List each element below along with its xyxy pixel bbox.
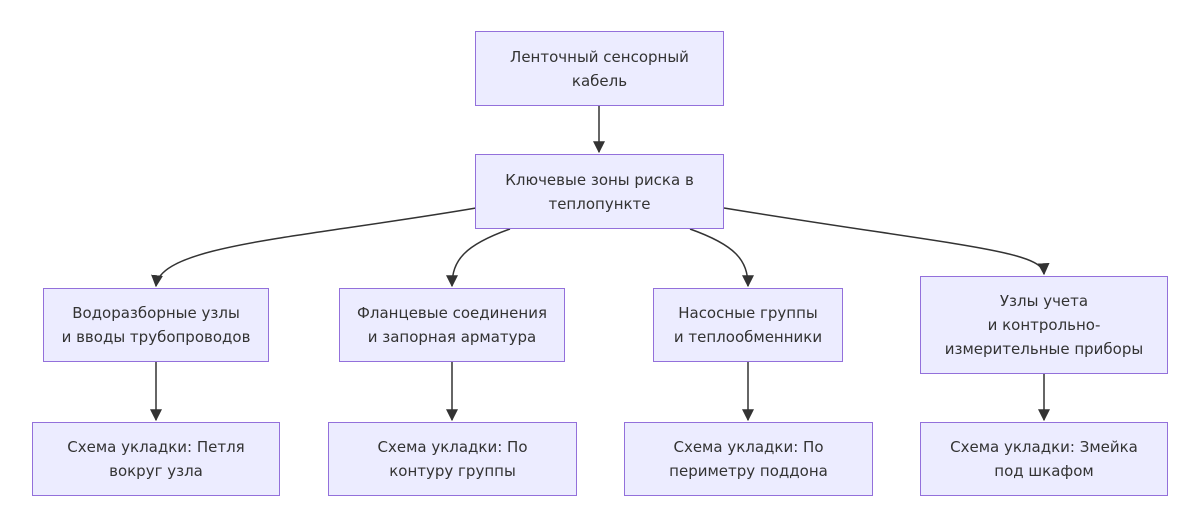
zone-node-flange: Фланцевые соединения и запорная арматура <box>339 288 565 362</box>
zone-node-label: Насосные группы и теплообменники <box>673 304 823 346</box>
zone-node-label: Водоразборные узлы и вводы трубопроводов <box>61 304 251 346</box>
root-node: Ленточный сенсорный кабель <box>475 31 724 106</box>
edge-zones-flange <box>446 228 511 288</box>
scheme-node-pumps: Схема укладки: По периметру поддона <box>624 422 873 496</box>
scheme-node-flange: Схема укладки: По контуру группы <box>328 422 577 496</box>
scheme-node-label: Схема укладки: Змейка под шкафом <box>950 438 1138 480</box>
root-node-label: Ленточный сенсорный кабель <box>510 47 689 90</box>
scheme-node-meters: Схема укладки: Змейка под шкафом <box>920 422 1168 496</box>
zone-node-pumps: Насосные группы и теплообменники <box>653 288 843 362</box>
zone-node-label: Узлы учета и контрольно- измерительные п… <box>944 292 1144 358</box>
edge-zones-pumps <box>689 228 754 288</box>
zone-node-meters: Узлы учета и контрольно- измерительные п… <box>920 276 1168 374</box>
edge-zones-meters <box>723 207 1050 276</box>
scheme-node-label: Схема укладки: По контуру группы <box>377 438 528 480</box>
edge-zones-water <box>151 207 477 288</box>
zone-node-label: Фланцевые соединения и запорная арматура <box>356 304 547 346</box>
zone-node-water: Водоразборные узлы и вводы трубопроводов <box>43 288 269 362</box>
scheme-node-water: Схема укладки: Петля вокруг узла <box>32 422 280 496</box>
zones-node: Ключевые зоны риска в теплопункте <box>475 154 724 229</box>
scheme-node-label: Схема укладки: По периметру поддона <box>669 438 828 480</box>
zones-node-label: Ключевые зоны риска в теплопункте <box>505 170 694 213</box>
scheme-node-label: Схема укладки: Петля вокруг узла <box>67 438 245 480</box>
